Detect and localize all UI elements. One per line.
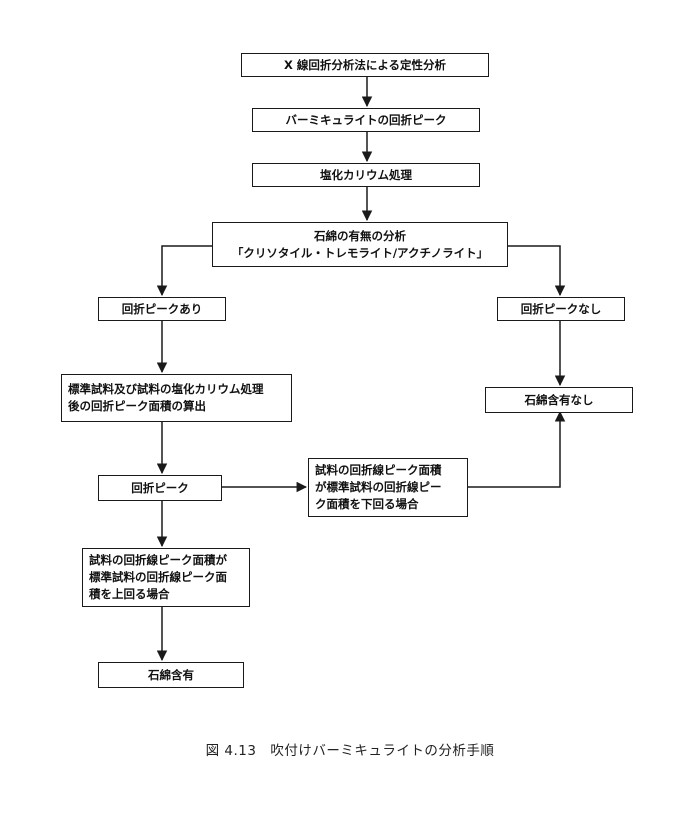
node-below-line2: が標準試料の回折線ピー [315,480,442,494]
node-std-line2: 後の回折ピーク面積の算出 [68,399,206,413]
arrow-asbestos-to-peak-no [508,245,566,297]
node-above-line1: 試料の回折線ピーク面積が [89,553,227,567]
node-xrd-qualitative-analysis: X 線回折分析法による定性分析 [241,53,489,77]
node-peak-present: 回折ピークあり [98,297,226,321]
node-vermiculite-peak-label: バーミキュライトの回折ピーク [285,112,447,127]
node-contained-label: 石綿含有 [148,667,194,682]
node-standard-sample-calc: 標準試料及び試料の塩化カリウム処理 後の回折ピーク面積の算出 [61,374,292,422]
node-above-line3: 積を上回る場合 [89,587,170,601]
node-xrd-label: X 線回折分析法による定性分析 [283,57,447,72]
node-diffraction-peak: 回折ピーク [98,475,222,501]
node-kcl-label: 塩化カリウム処理 [320,167,412,182]
node-asbestos-line2: 「クリソタイル・トレモライト/アクチノライト」 [231,245,489,260]
node-peak-absent-label: 回折ピークなし [520,301,602,316]
node-peak-present-label: 回折ピークあり [121,301,203,316]
node-asbestos-line1: 石綿の有無の分析 [314,228,406,243]
node-std-line1: 標準試料及び試料の塩化カリウム処理 [68,382,264,396]
node-diffraction-peak-label: 回折ピーク [131,480,189,495]
node-below-line3: ク面積を下回る場合 [315,497,419,511]
figure-caption: 図 4.13 吹付けバーミキュライトの分析手順 [205,743,495,759]
node-peak-absent: 回折ピークなし [497,297,625,321]
node-below-line1: 試料の回折線ピーク面積 [315,463,442,477]
arrow-asbestos-to-peak-yes [156,245,212,297]
node-kcl-treatment: 塩化カリウム処理 [252,163,480,187]
node-vermiculite-peak: バーミキュライトの回折ピーク [252,108,480,132]
node-below-standard: 試料の回折線ピーク面積 が標準試料の回折線ピー ク面積を下回る場合 [308,458,468,517]
node-asbestos-analysis: 石綿の有無の分析 「クリソタイル・トレモライト/アクチノライト」 [212,222,508,267]
node-above-standard: 試料の回折線ピーク面積が 標準試料の回折線ピーク面 積を上回る場合 [82,548,250,607]
node-above-line2: 標準試料の回折線ピーク面 [89,570,227,584]
node-not-contained-label: 石綿含有なし [524,392,594,407]
node-asbestos-not-contained: 石綿含有なし [485,387,633,413]
arrow-below-to-not-contains [468,410,566,488]
node-asbestos-contained: 石綿含有 [98,662,244,688]
